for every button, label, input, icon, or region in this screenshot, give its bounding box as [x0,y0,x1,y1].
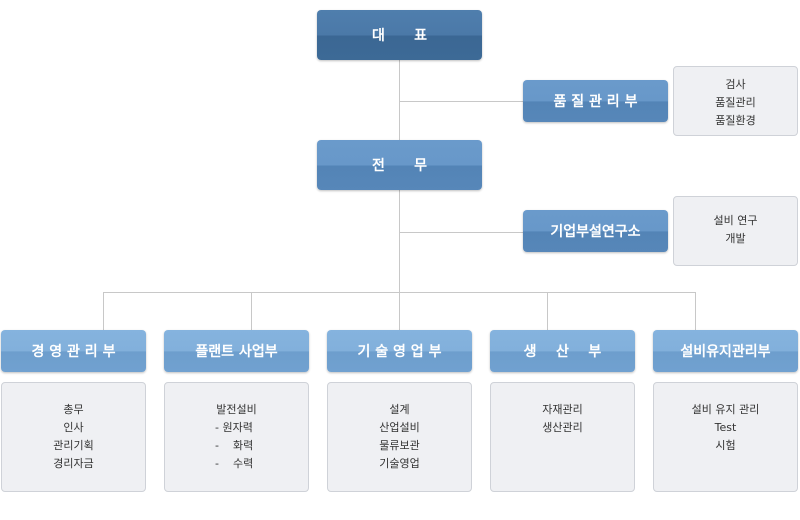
connector-top-to-exec [399,60,400,140]
dept-item: 생산관리 [542,421,583,434]
dept-production-node: 생 산 부 [490,330,635,372]
qa-item: 품질관리 [715,96,756,109]
connector-dept-5 [695,292,696,330]
connector-dept-2 [251,292,252,330]
connector-to-lab [399,232,523,233]
dept-item: 관리기획 [53,439,94,452]
dept-item: Test [714,421,737,434]
qa-item: 품질환경 [715,114,756,127]
connector-dept-4 [547,292,548,330]
dept-plant-node: 플랜트 사업부 [164,330,309,372]
dept-item: - 수력 [215,457,254,470]
dept-production-items-box: 자재관리 생산관리 [490,382,635,492]
dept-item: 인사 [63,421,84,434]
research-lab-node: 기업부설연구소 [523,210,668,252]
dept-item: 기술영업 [379,457,420,470]
dept-item: 설비 유지 관리 [691,403,760,416]
ceo-node: 대 표 [317,10,482,60]
connector-to-qa [399,101,523,102]
dept-management-items-box: 총무 인사 관리기획 경리자금 [1,382,146,492]
dept-tech-sales-node: 기 술 영 업 부 [327,330,472,372]
qa-items-box: 검사 품질관리 품질환경 [673,66,798,136]
dept-tech-sales-items-box: 설계 산업설비 물류보관 기술영업 [327,382,472,492]
executive-node: 전 무 [317,140,482,190]
dept-item: 총무 [63,403,84,416]
connector-dept-1 [103,292,104,330]
dept-item: 자재관리 [542,403,583,416]
lab-item: 설비 연구 [713,214,758,227]
dept-management-node: 경 영 관 리 부 [1,330,146,372]
dept-item: 산업설비 [379,421,420,434]
dept-item: 설계 [389,403,410,416]
dept-item: 발전설비 [216,403,257,416]
dept-plant-items-box: 발전설비 - 원자력 - 화력 - 수력 [164,382,309,492]
dept-item: - 화력 [215,439,254,452]
research-lab-items-box: 설비 연구 개발 [673,196,798,266]
dept-item: - 원자력 [215,421,253,434]
qa-department-node: 품 질 관 리 부 [523,80,668,122]
dept-maintenance-items-box: 설비 유지 관리 Test 시험 [653,382,798,492]
dept-item: 물류보관 [379,439,420,452]
dept-item: 시험 [715,439,736,452]
dept-item: 경리자금 [53,457,94,470]
connector-dept-3 [399,292,400,330]
dept-maintenance-node: 설비유지관리부 [653,330,798,372]
lab-item: 개발 [725,232,746,245]
qa-item: 검사 [725,78,746,91]
connector-exec-down [399,190,400,293]
